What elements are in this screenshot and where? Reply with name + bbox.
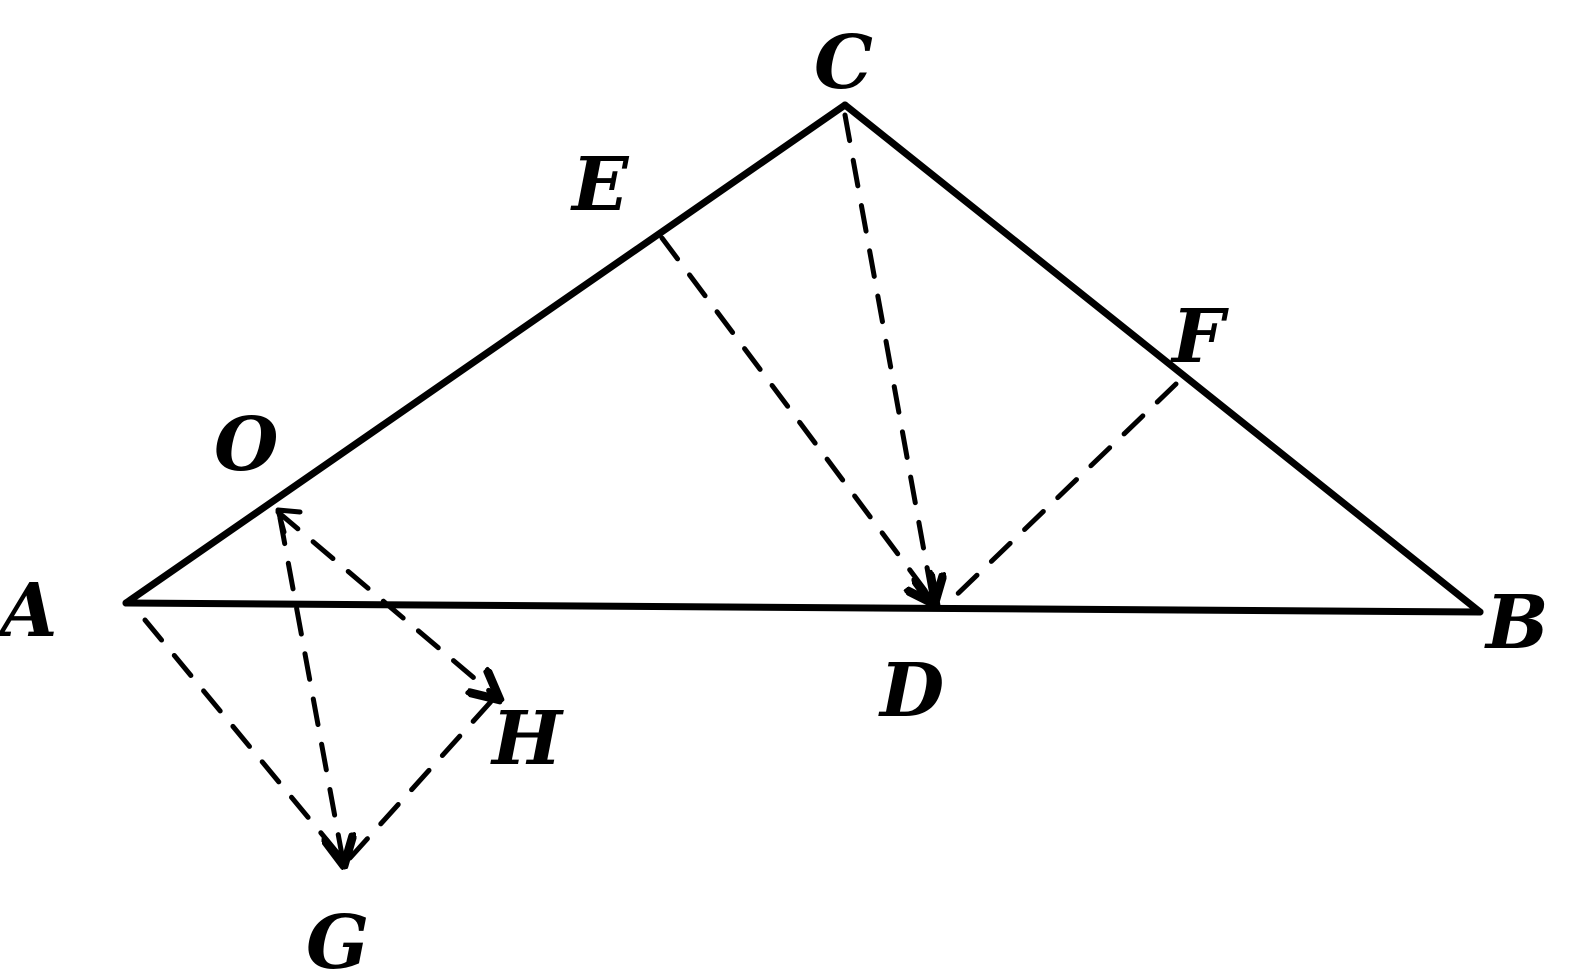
label-b: B bbox=[1484, 580, 1549, 666]
dashed-cd bbox=[842, 112, 934, 606]
label-g: G bbox=[306, 900, 369, 980]
label-a: A bbox=[0, 568, 57, 654]
side-cb bbox=[841, 101, 1484, 616]
label-d: D bbox=[878, 648, 944, 734]
side-ac bbox=[122, 101, 849, 607]
dashed-fd bbox=[943, 381, 1179, 608]
dashed-oh bbox=[275, 509, 500, 700]
dashed-ed bbox=[659, 235, 936, 605]
label-f: F bbox=[1170, 294, 1229, 380]
label-e: E bbox=[570, 142, 630, 228]
arrow-at-o bbox=[275, 507, 303, 535]
side-ab bbox=[122, 599, 1484, 616]
label-c: C bbox=[814, 20, 873, 106]
label-h: H bbox=[490, 696, 564, 782]
dashed-og bbox=[277, 515, 344, 866]
dashed-ag bbox=[142, 617, 348, 865]
dashed-gh bbox=[347, 693, 499, 861]
label-o: O bbox=[214, 402, 278, 488]
